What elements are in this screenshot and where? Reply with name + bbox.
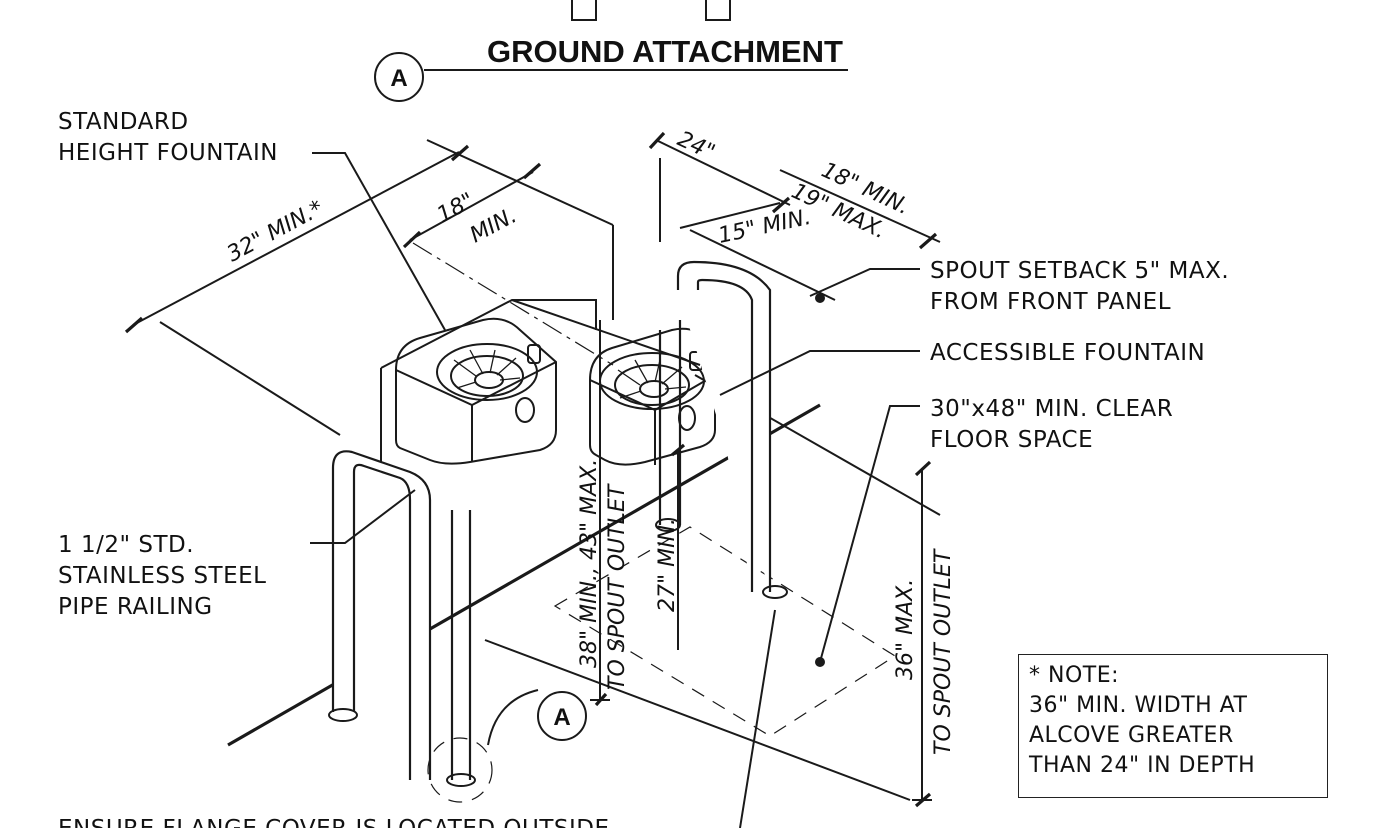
clear-floor-dashed [553,526,897,737]
dim-27: 27" MIN. [655,518,680,612]
callout-floor-2: FLOOR SPACE [930,427,1093,453]
pipe-railing-left [328,450,493,803]
note-line-4: THAN 24" IN DEPTH [1029,753,1256,778]
callout-standard-1: STANDARD [58,109,189,135]
callout-floor-1: 30"x48" MIN. CLEAR [930,396,1173,422]
callout-pipe-3: PIPE RAILING [58,594,213,620]
title-text: GROUND ATTACHMENT [487,34,843,69]
dim-24: 24" [673,127,718,166]
standard-fountain [395,317,557,465]
leader-lines [310,152,920,828]
callout-spout-1: SPOUT SETBACK 5" MAX. [930,258,1229,284]
note-box: * NOTE: 36" MIN. WIDTH AT ALCOVE GREATER… [1018,654,1328,798]
accessible-fountain [589,327,716,466]
flange-detail-marker: A [487,689,587,746]
callout-flange: ENSURE FLANGE COVER IS LOCATED OUTSIDE [58,816,610,828]
callout-pipe-2: STAINLESS STEEL [58,563,266,589]
dim-to-spout-right: TO SPOUT OUTLET [931,548,956,755]
detail-title: A GROUND ATTACHMENT [374,34,848,102]
note-line-2: 36" MIN. WIDTH AT [1029,693,1248,718]
callout-standard-2: HEIGHT FOUNTAIN [58,140,278,166]
dim-32: 32" MIN.* [223,196,327,267]
dim-36: 36" MAX. [893,579,918,680]
wall-lines [159,158,941,801]
detail-marker-flange: A [553,704,570,731]
pipe-railing-right [655,260,788,599]
detail-marker-top: A [390,65,407,92]
callout-texts: STANDARD HEIGHT FOUNTAIN SPOUT SETBACK 5… [58,109,1229,828]
top-frame-marks [571,0,731,21]
callout-accessible: ACCESSIBLE FOUNTAIN [930,340,1205,366]
dim-to-spout-left: TO SPOUT OUTLET [605,483,630,690]
callout-spout-2: FROM FRONT PANEL [930,289,1171,315]
ground-line [227,403,821,747]
dim-15: 15" MIN. [716,205,813,249]
note-line-1: * NOTE: [1029,663,1120,688]
note-line-3: ALCOVE GREATER [1029,723,1234,748]
callout-pipe-1: 1 1/2" STD. [58,532,194,558]
dim-38-43: 38" MIN., 43" MAX. [577,459,602,668]
dimension-lines [124,131,941,808]
